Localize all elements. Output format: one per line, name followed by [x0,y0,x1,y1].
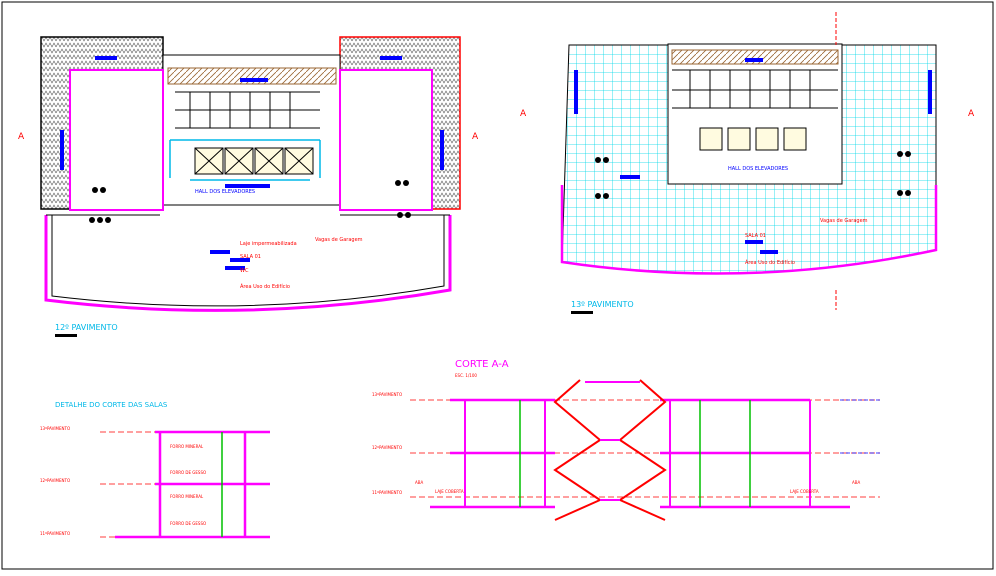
detail-room-3: FORRO MINERAL [170,494,204,499]
floor12-title-underline [55,334,77,337]
right-room [339,69,433,211]
elevator-group [194,147,314,175]
detail-title: DETALHE DO CORTE DAS SALAS [55,401,168,409]
label-bars-13 [574,58,932,254]
corte-blue-dash [840,399,880,454]
wc-label-12: WC [240,268,249,274]
left-room [69,69,164,211]
corte-title: CORTE A-A [455,359,509,370]
corte-gap-left: LAJE COBERTA [435,489,464,494]
hall-label-12: HALL DOS ELEVADORES [195,189,255,195]
corte-aa-section: CORTE A-A ESC. 1/100 13ºPAVIMENTO 12ºPAV… [372,359,880,521]
wc-13-fixtures [595,151,911,199]
facade-12 [44,215,452,312]
corte-level-12: 12ºPAVIMENTO [372,445,402,450]
detail-room-4: FORRO DE GESSO [170,521,206,526]
wc-left-fixtures [89,187,111,223]
corte-slabs [430,398,850,509]
label-bars-12 [60,56,444,270]
sala-label-12: SALA 01 [240,254,261,260]
detail-level-12: 12ºPAVIMENTO [40,478,70,483]
floor-plan-13: HALL DOS ELEVADORES Vagas de Garagem SAL… [520,12,975,314]
floor12-title: 12º PAVIMENTO [55,323,118,332]
sala-label-13: SALA 01 [745,233,766,239]
corte-level-11: 11ºPAVIMENTO [372,490,402,495]
corte-columns [519,400,751,507]
section-marker-left: A [18,132,25,142]
section-marker-right-13: A [968,109,975,119]
corte-aba-right: ABA [852,480,860,485]
floor13-title: 13º PAVIMENTO [571,300,634,309]
detail-level-13: 13ºPAVIMENTO [40,426,70,431]
section-marker-right: A [472,132,479,142]
area-label-12: Área Uso do Edifício [240,283,290,290]
wc-right-fixtures [395,180,411,218]
cubicles [175,91,320,129]
cubicles-13 [672,69,838,109]
facade-13 [560,185,938,275]
area-label-13: Área Uso do Edifício [745,259,795,266]
laje-label: Laje impermeabilizada [240,241,297,247]
corte-aba-left: ABA [415,480,423,485]
stair-landings [585,381,640,501]
core-cyan-lines [169,139,321,181]
corte-walls [464,400,811,507]
core-hatch [167,67,337,85]
section-marker-left-13: A [520,109,527,119]
core-13 [667,43,843,185]
detail-walls [158,432,247,537]
core-13-hatch [671,49,839,65]
corte-gap-right: LAJE COBERTA [790,489,819,494]
vagas-label-13: Vagas de Garagem [820,218,868,224]
stair-zigzag [553,379,667,521]
corte-level-13: 13ºPAVIMENTO [372,392,402,397]
floor-plan-12: HALL DOS ELEVADORES Laje impermeabilizad… [18,36,479,337]
hall-label-13: HALL DOS ELEVADORES [728,166,788,172]
detail-section: DETALHE DO CORTE DAS SALAS 13ºPAVIMENTO … [40,401,270,539]
vagas-label-12: Vagas de Garagem [315,237,363,243]
detail-room-2: FORRO DE GESSO [170,470,206,475]
floor13-title-underline [571,311,593,314]
corte-scale: ESC. 1/100 [455,373,477,378]
detail-room-1: FORRO MINERAL [170,444,204,449]
elevator-group-13 [699,127,807,151]
facade-12-inner [51,215,445,307]
detail-level-11: 11ºPAVIMENTO [40,531,70,536]
